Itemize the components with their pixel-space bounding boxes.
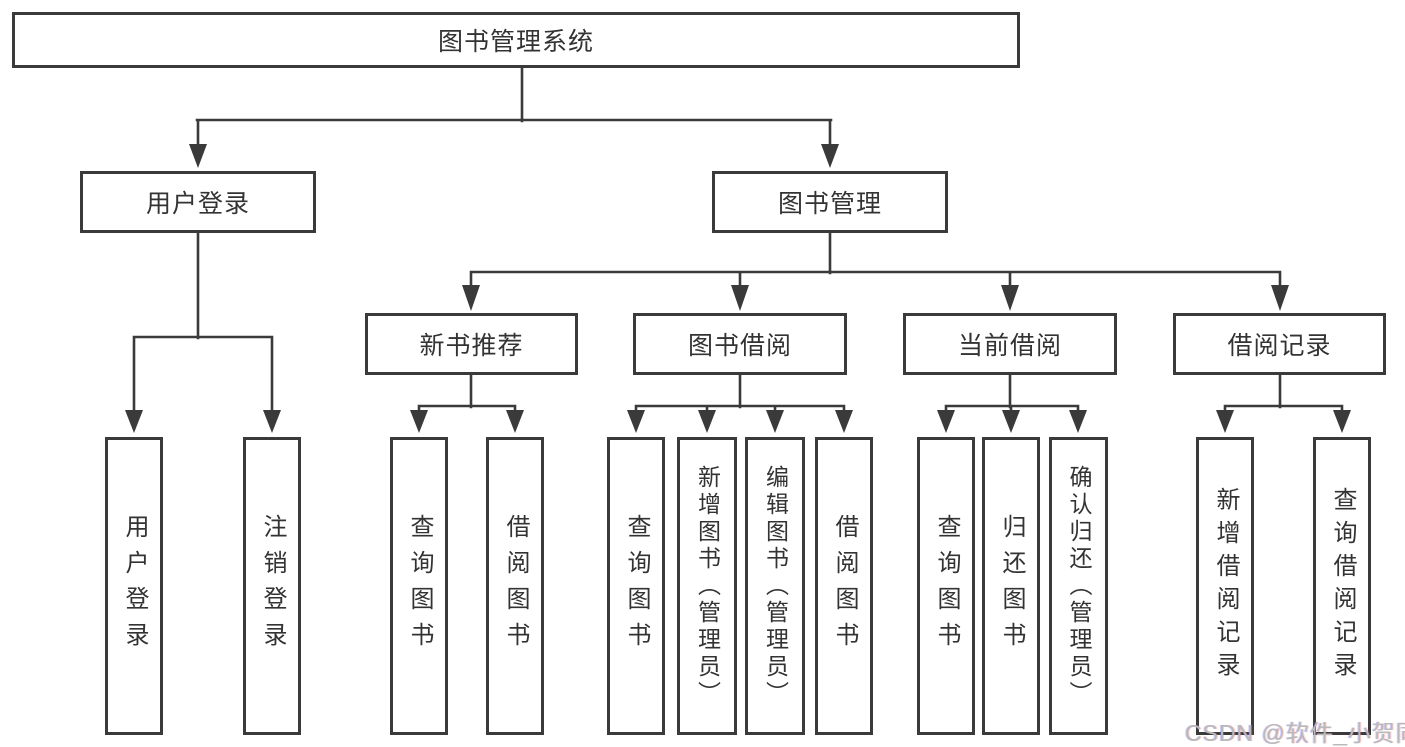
node-label: 图书管理 [777,190,882,218]
leaf-label: 归还图书 [998,514,1025,658]
arrowhead-icon [821,144,839,168]
leaf-current-return-books: 归还图书 [982,437,1040,735]
leaf-label: 查询借阅记录 [1329,487,1356,685]
arrowhead-icon [766,410,784,433]
node-user-login: 用户登录 [80,171,316,233]
node-label: 图书管理系统 [437,28,594,56]
leaf-label: 查询图书 [623,514,650,658]
node-label: 图书借阅 [687,332,792,360]
leaf-borrowing-edit-books-admin: 编辑图书（管理员） [745,437,805,735]
arrowhead-icon [1069,410,1087,433]
leaf-label: 查询图书 [406,514,433,658]
leaf-label: 确认归还（管理员） [1066,464,1092,708]
node-label: 当前借阅 [957,332,1062,360]
node-new-book-recommend: 新书推荐 [365,313,578,375]
leaf-borrowing-query-books: 查询图书 [607,437,665,735]
node-label: 用户登录 [145,190,250,218]
leaf-label: 查询图书 [933,514,960,658]
node-current-borrowing: 当前借阅 [903,313,1117,375]
leaf-label: 新增借阅记录 [1212,487,1239,685]
node-root-system: 图书管理系统 [12,12,1020,68]
leaf-logout: 注销登录 [243,437,301,735]
arrowhead-icon [263,410,281,433]
leaf-label: 新增图书（管理员） [694,464,721,708]
node-borrow-records: 借阅记录 [1173,313,1386,375]
leaf-user-login: 用户登录 [105,437,163,735]
csdn-watermark: CSDN @软件_小贺同学 [1185,720,1405,746]
arrowhead-icon [835,410,853,433]
arrowhead-icon [1002,410,1020,433]
leaf-recommend-borrow-books: 借阅图书 [486,437,544,735]
arrowhead-icon [1001,285,1019,311]
node-label: 新书推荐 [419,332,524,360]
arrowhead-icon [189,144,207,168]
leaf-label: 借阅图书 [502,514,529,658]
arrowhead-icon [125,410,143,433]
arrowhead-icon [1216,410,1234,433]
leaf-label: 注销登录 [259,514,286,658]
leaf-records-query-borrow-record: 查询借阅记录 [1313,437,1371,735]
leaf-borrowing-add-books-admin: 新增图书（管理员） [677,437,737,735]
leaf-label: 编辑图书（管理员） [762,464,789,708]
arrowhead-icon [627,410,645,433]
leaf-label: 借阅图书 [831,514,858,658]
leaf-current-query-books: 查询图书 [917,437,975,735]
arrowhead-icon [506,410,524,433]
arrowhead-icon [1271,285,1289,311]
arrowhead-icon [698,410,716,433]
arrowhead-icon [462,285,480,311]
node-book-borrowing: 图书借阅 [633,313,847,375]
leaf-records-add-borrow-record: 新增借阅记录 [1196,437,1254,735]
leaf-borrowing-borrow-books: 借阅图书 [815,437,873,735]
node-book-management: 图书管理 [712,171,948,233]
node-label: 借阅记录 [1227,332,1332,360]
leaf-label: 用户登录 [121,514,148,658]
arrowhead-icon [731,285,749,311]
leaf-recommend-query-books: 查询图书 [390,437,448,735]
leaf-current-confirm-return-admin: 确认归还（管理员） [1049,437,1108,735]
arrowhead-icon [410,410,428,433]
arrowhead-icon [937,410,955,433]
arrowhead-icon [1333,410,1351,433]
